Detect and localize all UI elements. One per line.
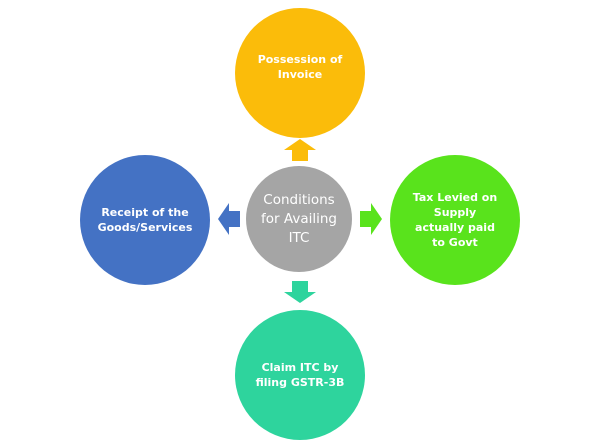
node-receipt-of-goods: Receipt of the Goods/Services <box>80 155 210 285</box>
arrow-left-icon <box>218 203 240 235</box>
arrow-up-icon <box>284 139 316 161</box>
node-label: Possession of Invoice <box>257 53 343 81</box>
node-possession-of-invoice: Possession of Invoice <box>235 8 365 138</box>
node-label: Tax Levied on Supply actually paid to Go… <box>412 191 498 249</box>
node-label: Receipt of the Goods/Services <box>97 206 193 234</box>
center-label: Conditions for Availing ITC <box>261 191 337 246</box>
node-claim-itc: Claim ITC by filing GSTR-3B <box>235 310 365 440</box>
center-node: Conditions for Availing ITC <box>246 166 352 272</box>
arrow-right-icon <box>360 203 382 235</box>
node-tax-levied: Tax Levied on Supply actually paid to Go… <box>390 155 520 285</box>
arrow-down-icon <box>284 281 316 303</box>
node-label: Claim ITC by filing GSTR-3B <box>255 361 345 389</box>
